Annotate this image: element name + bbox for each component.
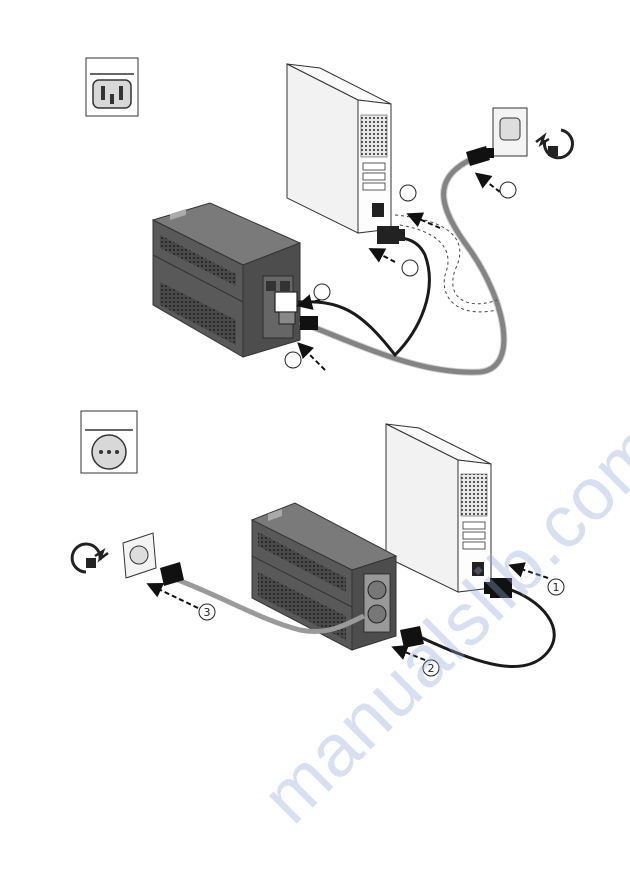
bottom-figure: 1 2 3 bbox=[72, 411, 564, 676]
step-circle bbox=[400, 185, 416, 201]
step-arrow bbox=[512, 566, 548, 578]
step-circle bbox=[314, 284, 330, 300]
computer-tower bbox=[386, 424, 491, 592]
step-1-label: 1 bbox=[553, 581, 560, 594]
ups-unit bbox=[153, 203, 300, 357]
step-3-label: 3 bbox=[204, 606, 211, 619]
wall-socket-iec bbox=[493, 108, 527, 156]
ups-unit bbox=[252, 503, 396, 650]
ups-output-plug bbox=[400, 626, 424, 648]
step-arrow bbox=[150, 585, 198, 608]
top-figure bbox=[86, 58, 572, 372]
step-arrow bbox=[478, 175, 500, 192]
step-arrow bbox=[372, 250, 395, 262]
power-plug-icon bbox=[536, 130, 572, 158]
step-3-marker: 3 bbox=[199, 604, 215, 620]
step-circle bbox=[402, 260, 418, 276]
step-2-marker: 2 bbox=[423, 660, 439, 676]
step-circle bbox=[500, 182, 516, 198]
step-2-label: 2 bbox=[428, 662, 435, 675]
step-circle bbox=[285, 352, 301, 368]
ups-input-plug bbox=[300, 316, 318, 330]
wall-socket-schuko bbox=[123, 533, 156, 578]
step-arrow bbox=[300, 345, 325, 370]
pc-plug bbox=[377, 226, 405, 244]
step-arrow bbox=[410, 215, 440, 228]
step-1-marker: 1 bbox=[548, 579, 564, 595]
step-arrow bbox=[395, 648, 425, 660]
iec-outlet-icon bbox=[86, 58, 138, 116]
wall-plug bbox=[466, 146, 494, 166]
pc-power-cable bbox=[420, 588, 554, 667]
power-plug-icon bbox=[72, 544, 108, 572]
schuko-outlet-icon bbox=[81, 411, 137, 473]
pc-power-cable-dashed bbox=[395, 215, 497, 304]
computer-tower bbox=[287, 64, 391, 233]
